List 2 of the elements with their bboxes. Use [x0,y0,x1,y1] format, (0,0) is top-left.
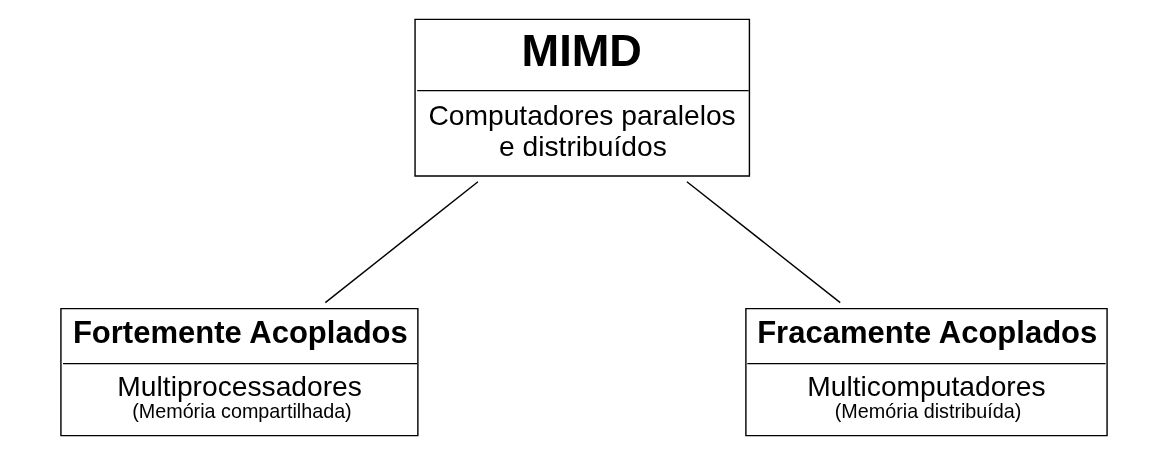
connector [324,181,479,304]
connector [685,181,841,304]
